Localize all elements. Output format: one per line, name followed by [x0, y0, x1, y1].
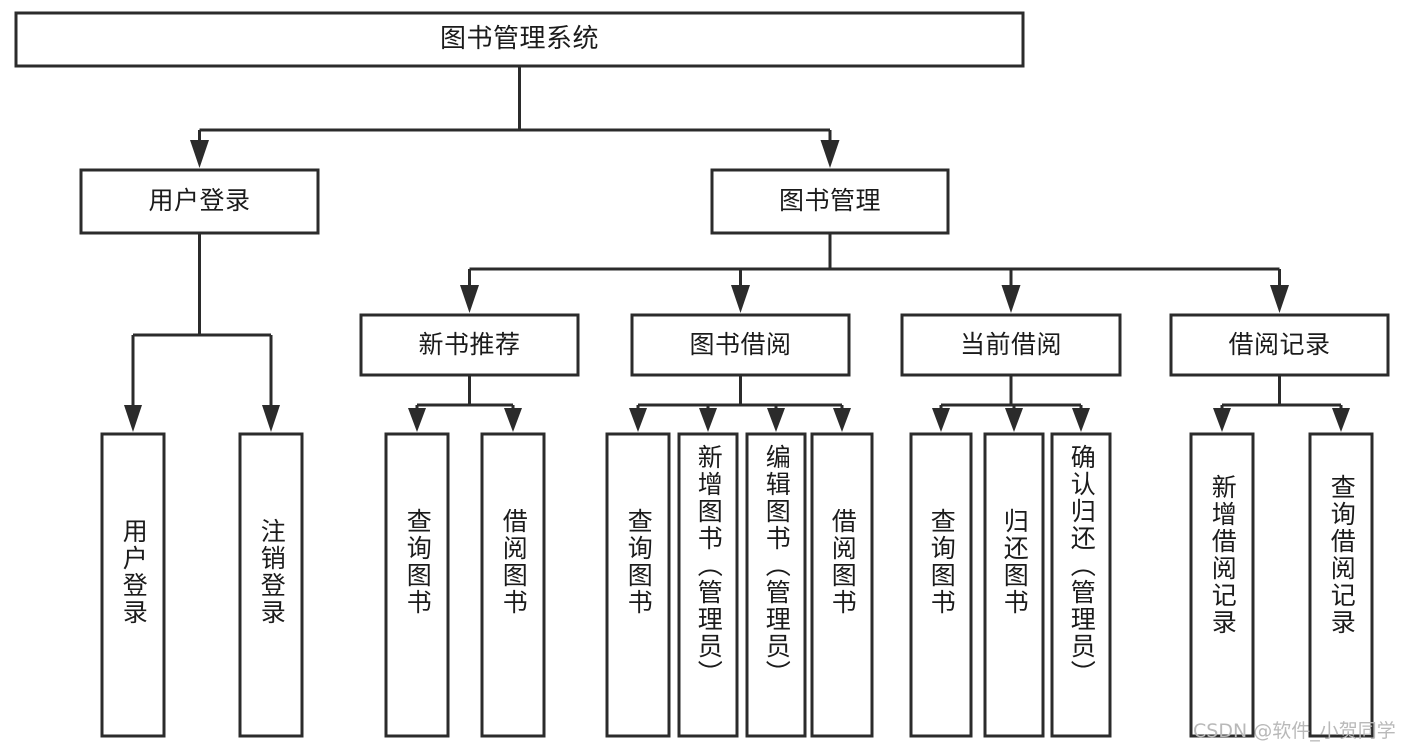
node-box-leaf-cb-confirm-return[interactable] [1050, 432, 1112, 738]
arrow-to-book-borrow [731, 285, 750, 313]
arrow-to-bb-add-book [699, 408, 717, 432]
arrow-to-leaf-user-login [124, 405, 142, 432]
edge-root-to-level2 [190, 66, 840, 168]
arrow-to-br-add-record [1213, 408, 1231, 432]
node-box-leaf-cb-query-book[interactable] [909, 432, 973, 738]
edge-book-borrow-to-leaves [629, 375, 851, 432]
edge-borrow-record-to-leaves [1213, 375, 1350, 432]
node-box-current-borrow[interactable] [900, 313, 1122, 377]
node-box-leaf-bb-add-book[interactable] [677, 432, 739, 738]
arrow-to-bb-edit-book [767, 408, 785, 432]
node-box-leaf-nb-query-book[interactable] [384, 432, 450, 738]
node-box-system-title[interactable] [14, 11, 1025, 68]
arrow-to-bb-query-book [629, 408, 647, 432]
node-box-leaf-cb-return-book[interactable] [983, 432, 1045, 738]
arrow-to-cb-return-book [1005, 408, 1023, 432]
node-box-leaf-bb-query-book[interactable] [605, 432, 671, 738]
arrow-to-user-login [190, 140, 209, 168]
arrow-to-current-borrow [1001, 285, 1021, 313]
arrow-to-nb-borrow-book [504, 408, 522, 432]
arrow-to-nb-query-book [408, 408, 426, 432]
edge-book-mgmt-to-level3 [460, 233, 1289, 313]
edge-current-borrow-to-leaves [932, 375, 1090, 432]
node-box-leaf-nb-borrow-book[interactable] [480, 432, 546, 738]
node-box-leaf-br-query-record[interactable] [1308, 432, 1374, 738]
arrow-to-new-book-recommend [460, 285, 479, 313]
csdn-watermark: CSDN @软件_小贺同学 [1193, 720, 1396, 742]
node-box-leaf-bb-edit-book[interactable] [745, 432, 807, 738]
arrow-to-cb-confirm-return [1072, 408, 1090, 432]
arrow-to-book-management [820, 140, 840, 168]
arrow-to-br-query-record [1332, 408, 1350, 432]
node-box-book-management[interactable] [710, 168, 950, 235]
node-box-leaf-bb-borrow-book[interactable] [810, 432, 874, 738]
edge-new-book-to-leaves [408, 375, 522, 432]
node-box-new-book-recommend[interactable] [359, 313, 580, 377]
arrow-to-cb-query-book [932, 408, 950, 432]
node-box-leaf-user-login[interactable] [100, 432, 166, 738]
node-box-leaf-br-add-record[interactable] [1189, 432, 1255, 738]
arrow-to-borrow-record [1270, 285, 1289, 313]
arrow-to-leaf-logout [262, 405, 280, 432]
arrow-to-bb-borrow-book [833, 408, 851, 432]
node-box-user-login[interactable] [79, 168, 320, 235]
node-box-book-borrow[interactable] [630, 313, 851, 377]
node-box-borrow-record[interactable] [1169, 313, 1390, 377]
edge-user-login-to-leaves [124, 233, 280, 432]
node-box-leaf-logout[interactable] [238, 432, 304, 738]
